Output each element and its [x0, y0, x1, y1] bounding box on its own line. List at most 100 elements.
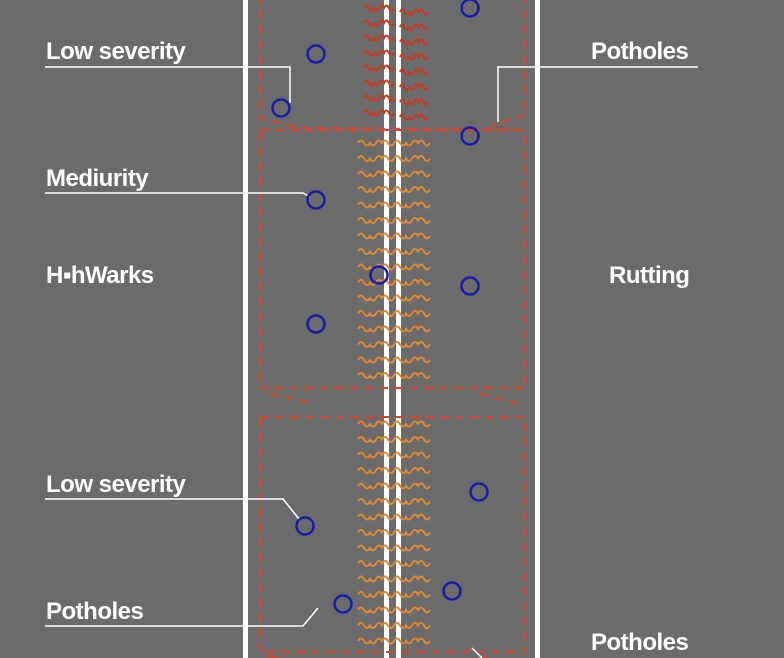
- left-edge-line: [243, 0, 248, 658]
- rutting-wave: [357, 325, 395, 333]
- rutting-wave: [399, 53, 429, 61]
- rutting-wave: [393, 372, 431, 379]
- zone-bottom: [259, 416, 526, 653]
- rutting-wave: [357, 420, 395, 428]
- rutting-wave: [393, 217, 431, 224]
- rutting-wave: [363, 79, 395, 87]
- pothole-marker: [306, 314, 326, 334]
- lane-lines: [243, 0, 540, 658]
- rutting-wave: [357, 591, 395, 598]
- leader-low-severity-top: [45, 66, 291, 103]
- label-medium: Mediurity: [46, 165, 149, 192]
- rutting-wave: [357, 622, 395, 629]
- leader-low-severity-bottom: [45, 498, 300, 520]
- pothole-marker: [469, 482, 489, 502]
- rutting-wave: [357, 356, 395, 364]
- label-potholes-right-bottom: Potholes: [591, 629, 689, 656]
- rutting-wave: [363, 94, 395, 102]
- zone-top: [259, 0, 526, 131]
- rutting-wave: [399, 83, 429, 91]
- rutting-wave: [357, 498, 395, 505]
- rutting-wave: [363, 34, 395, 42]
- rutting-wave: [393, 560, 431, 567]
- rutting-wave: [399, 98, 429, 106]
- rutting-marks: [357, 4, 431, 645]
- rutting-wave: [357, 294, 395, 302]
- label-low-severity-bottom: Low severity: [46, 471, 186, 498]
- rutting-wave: [393, 139, 431, 147]
- rutting-wave: [357, 482, 395, 490]
- rutting-wave: [357, 186, 395, 193]
- rutting-wave: [357, 544, 395, 552]
- right-edge-line: [535, 0, 540, 658]
- pothole-marker: [460, 126, 480, 146]
- rutting-wave: [357, 606, 395, 614]
- rutting-wave: [363, 4, 395, 12]
- label-potholes-right-top: Potholes: [591, 38, 689, 65]
- rutting-wave: [393, 420, 431, 428]
- rutting-wave: [357, 436, 395, 443]
- pothole-marker: [369, 265, 389, 285]
- label-low-severity-top: Low severity: [46, 38, 186, 65]
- rutting-wave: [357, 575, 395, 583]
- pothole-marker: [306, 190, 326, 210]
- rutting-wave: [393, 232, 431, 240]
- rutting-wave: [393, 575, 431, 583]
- rutting-wave: [393, 341, 431, 348]
- rutting-wave: [393, 155, 431, 162]
- pothole-marker: [271, 98, 291, 118]
- rutting-wave: [357, 232, 395, 240]
- rutting-wave: [393, 637, 431, 645]
- label-rutting: Rutting: [609, 262, 690, 289]
- rutting-wave: [393, 356, 431, 364]
- rutting-wave: [393, 529, 431, 536]
- rutting-wave: [357, 248, 395, 255]
- zone-divider: [269, 393, 521, 405]
- pothole-marker: [295, 516, 315, 536]
- rutting-wave: [399, 38, 429, 46]
- rutting-wave: [357, 217, 395, 224]
- rutting-wave: [393, 606, 431, 614]
- rutting-wave: [393, 325, 431, 333]
- rutting-wave: [357, 139, 395, 147]
- leader-lines: [45, 66, 698, 658]
- rutting-wave: [393, 170, 431, 178]
- rutting-wave: [393, 436, 431, 443]
- rutting-wave: [393, 263, 431, 271]
- leader-medium: [45, 192, 311, 198]
- center-line-right: [396, 0, 401, 658]
- rutting-wave: [393, 513, 431, 521]
- rutting-wave: [357, 467, 395, 474]
- severity-zones: [259, 0, 526, 658]
- rutting-wave: [399, 68, 429, 76]
- rutting-wave: [393, 467, 431, 474]
- rutting-wave: [357, 637, 395, 645]
- leader-potholes-right-bottom: [471, 647, 483, 658]
- rutting-wave: [363, 109, 395, 117]
- rutting-wave: [399, 8, 429, 16]
- rutting-wave: [357, 341, 395, 348]
- pothole-marker: [442, 581, 462, 601]
- rutting-wave: [393, 279, 431, 286]
- rutting-wave: [393, 591, 431, 598]
- rutting-wave: [393, 201, 431, 209]
- rutting-wave: [393, 294, 431, 302]
- leader-potholes-right-top: [497, 66, 698, 122]
- rutting-wave: [363, 49, 395, 57]
- pothole-marker: [333, 594, 353, 614]
- rutting-wave: [357, 372, 395, 379]
- leader-potholes-left: [45, 607, 319, 627]
- rutting-wave: [363, 19, 395, 27]
- rutting-wave: [363, 64, 395, 72]
- rutting-wave: [357, 170, 395, 178]
- pothole-marker: [306, 44, 326, 64]
- center-line-left: [384, 0, 389, 658]
- rutting-wave: [393, 498, 431, 505]
- rutting-wave: [399, 113, 429, 121]
- pothole-marker: [460, 0, 480, 18]
- rutting-wave: [357, 310, 395, 317]
- rutting-wave: [357, 451, 395, 459]
- rutting-wave: [393, 622, 431, 629]
- rutting-wave: [393, 544, 431, 552]
